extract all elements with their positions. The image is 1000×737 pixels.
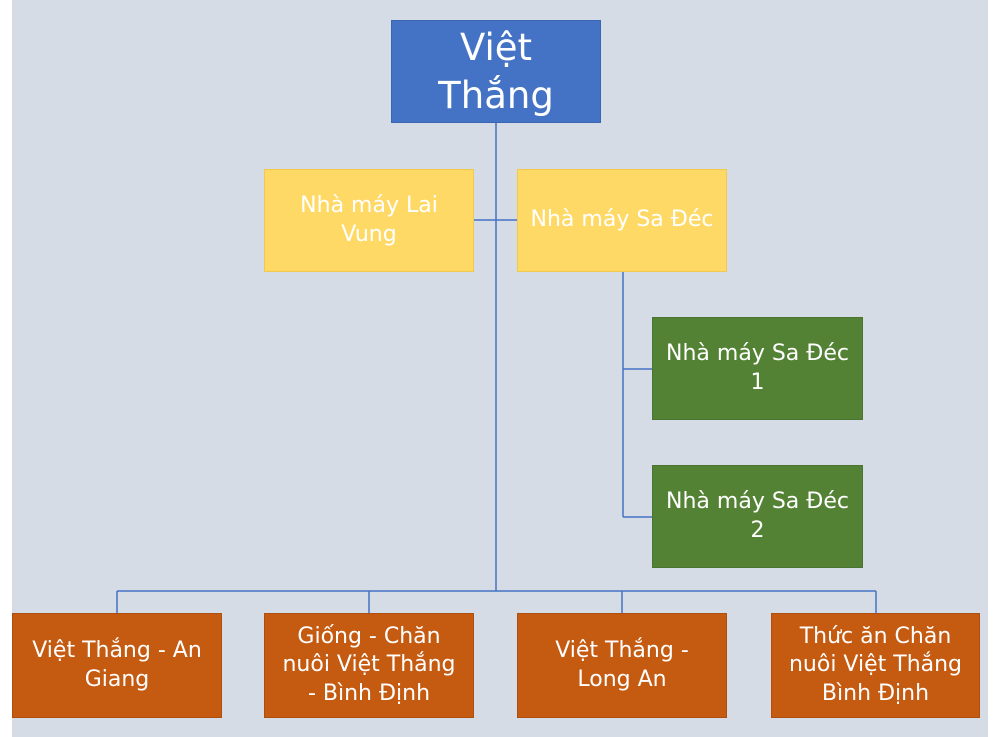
node-unit-an-giang: Việt Thắng - An Giang (12, 613, 222, 718)
node-label-line: Giống - Chăn (297, 624, 441, 650)
node-label-line: Nhà máy Lai (300, 193, 438, 219)
node-label-line: Nhà máy Sa Đéc (666, 489, 849, 515)
node-label-line: Nhà máy Sa Đéc (530, 207, 714, 233)
node-root-label: Việt Thắng (438, 26, 554, 117)
node-label-line: Giang (84, 666, 150, 692)
node-label-line: Bình Định (821, 680, 930, 706)
node-label-line: Việt Thắng - (555, 638, 689, 664)
node-label-line: 1 (750, 369, 765, 395)
node-label-line: Vung (341, 221, 397, 247)
node-label-line: Thức ăn Chăn (799, 624, 952, 650)
node-label-line: nuôi Việt Thắng (282, 652, 456, 678)
node-assistant-sa-dec: Nhà máy Sa Đéc (517, 169, 727, 272)
node-assistant-lai-vung: Nhà máy Lai Vung (264, 169, 474, 272)
node-unit-giong-binh-dinh: Giống - Chăn nuôi Việt Thắng - Bình Định (264, 613, 474, 718)
node-label-line: nuôi Việt Thắng (788, 652, 963, 678)
node-label-line: 2 (750, 517, 765, 543)
node-label-line: Long An (577, 666, 667, 692)
node-unit-long-an: Việt Thắng - Long An (517, 613, 727, 718)
node-label-line: - Bình Định (307, 680, 431, 706)
node-sub-sa-dec-1: Nhà máy Sa Đéc 1 (652, 317, 863, 420)
node-label-line: Việt Thắng - An (32, 638, 202, 664)
node-sub-sa-dec-2: Nhà máy Sa Đéc 2 (652, 465, 863, 568)
node-label-line: Nhà máy Sa Đéc (666, 341, 849, 367)
node-unit-thuc-an-binh-dinh: Thức ăn Chăn nuôi Việt Thắng Bình Định (771, 613, 980, 718)
node-root: Việt Thắng (391, 20, 601, 123)
